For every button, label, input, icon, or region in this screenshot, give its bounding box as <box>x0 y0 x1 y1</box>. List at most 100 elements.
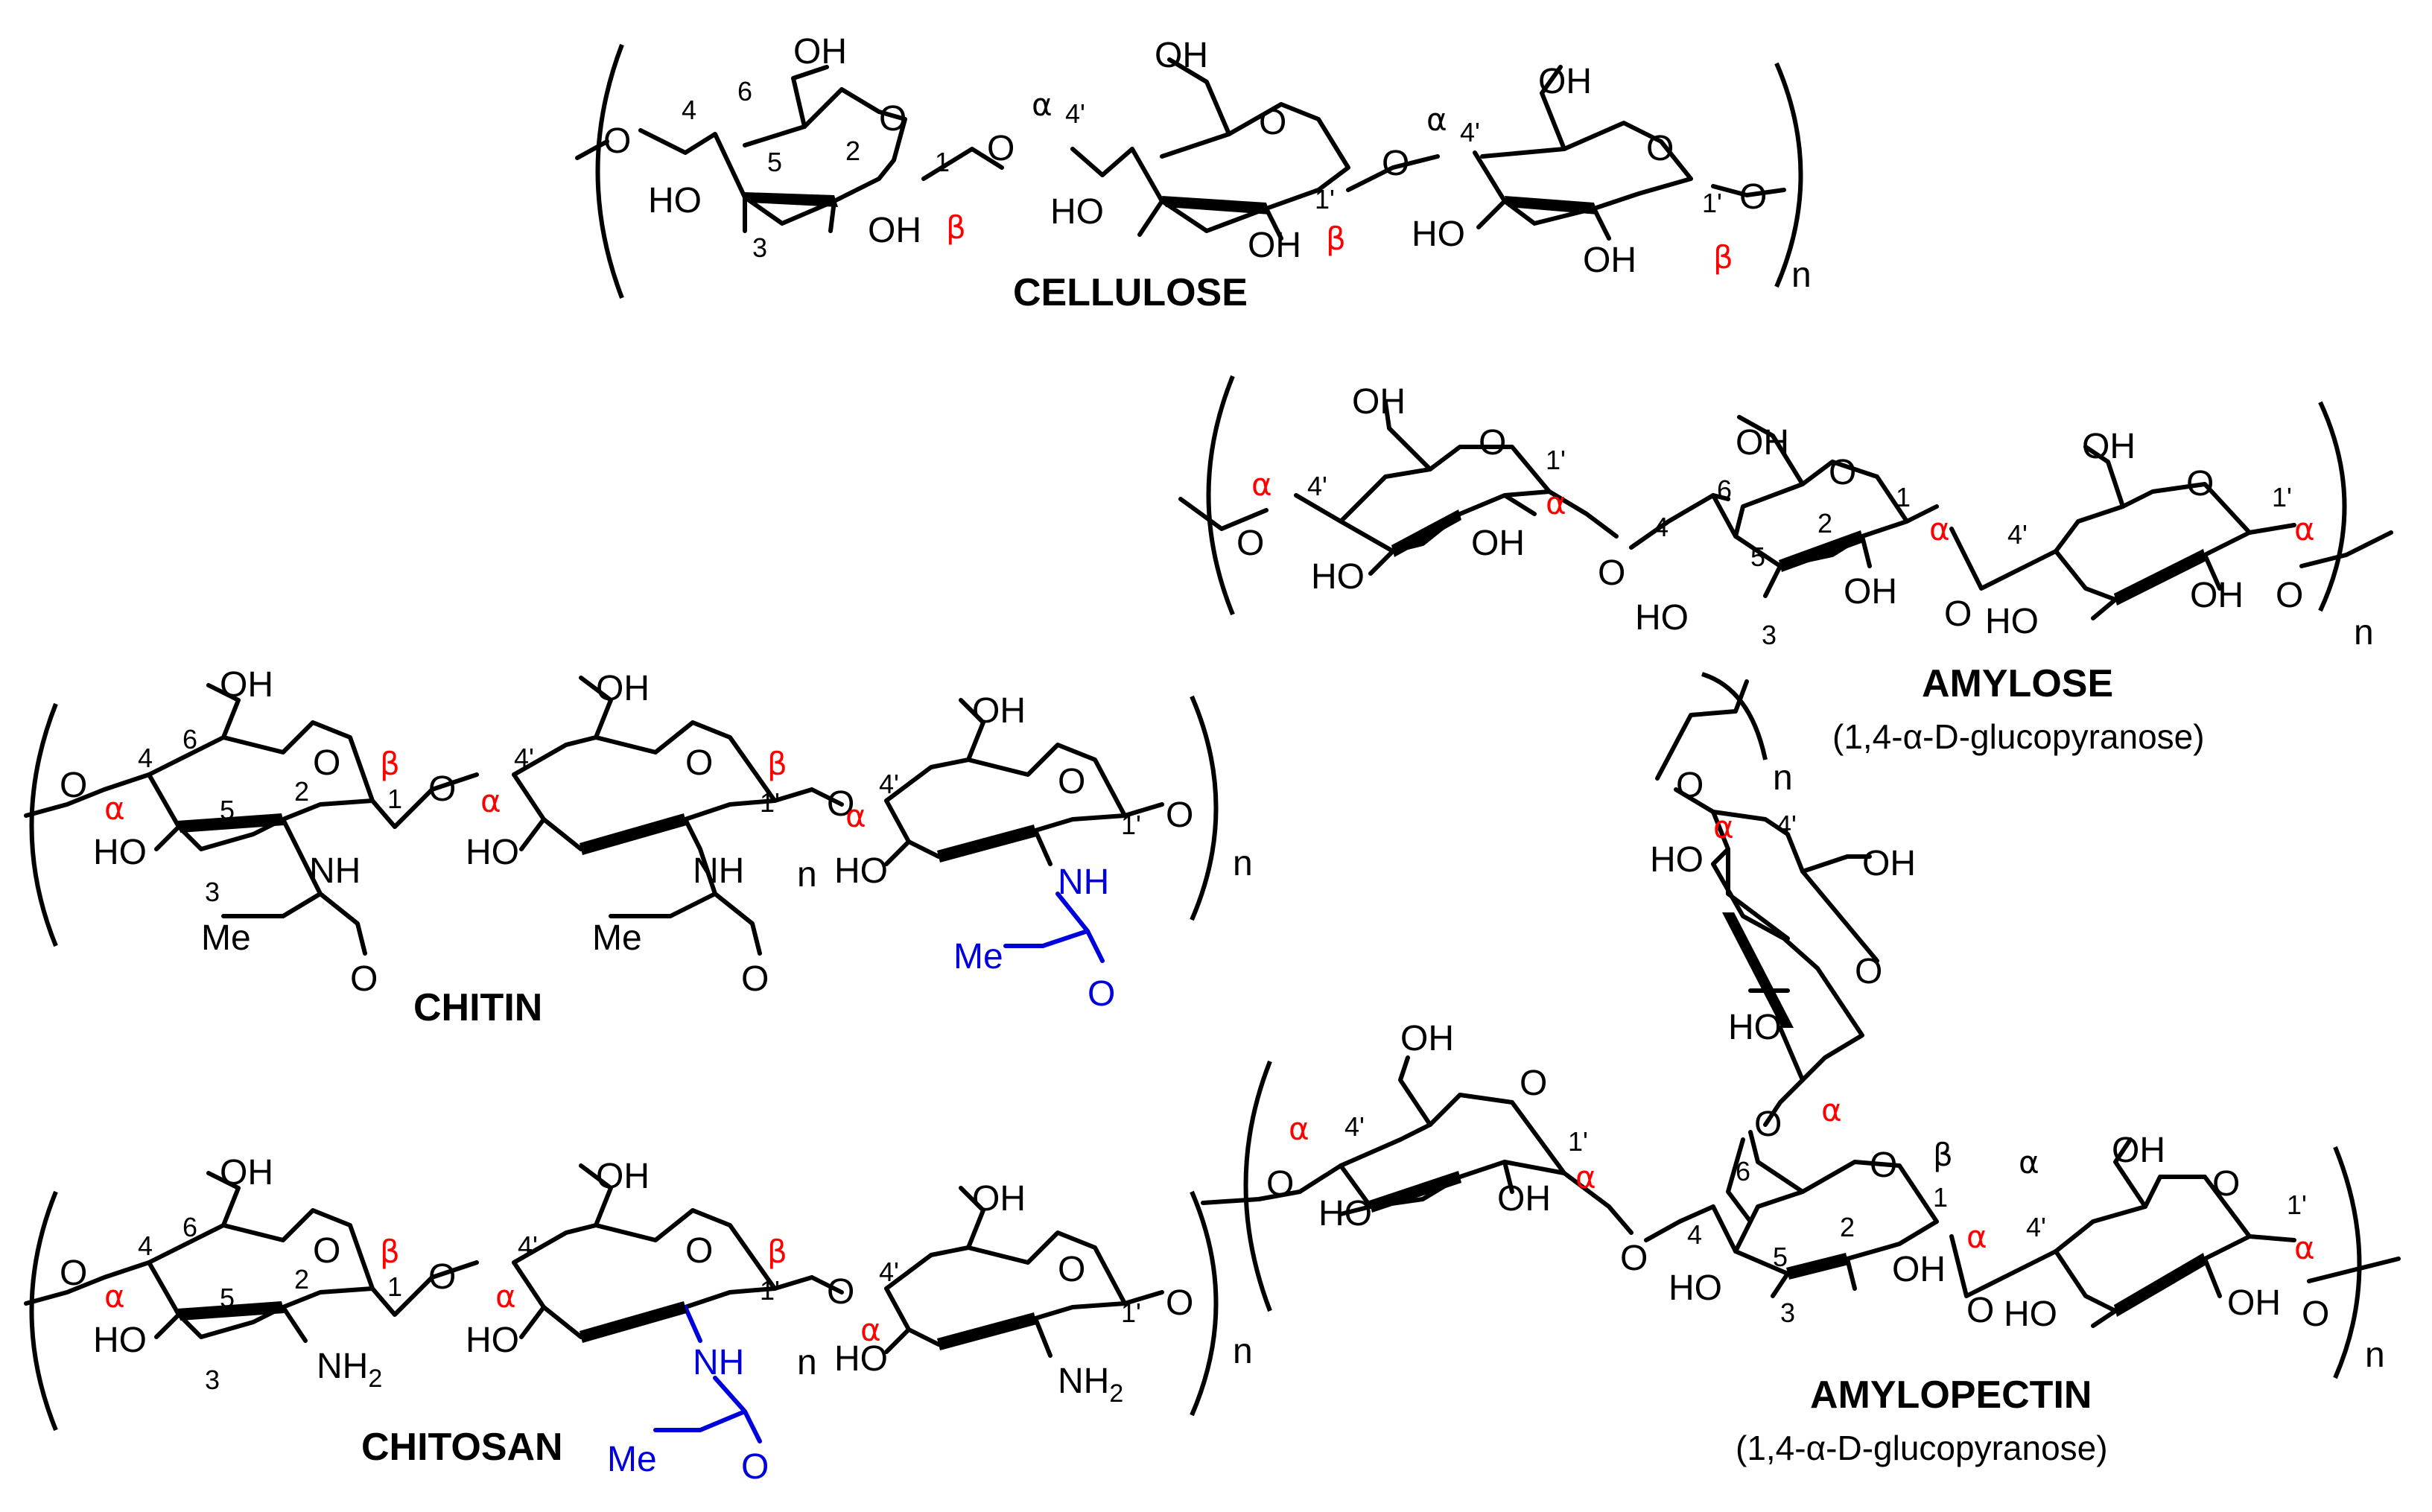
pos-6-a2: 6 <box>1717 474 1732 505</box>
oh-a2: OH <box>1736 423 1789 463</box>
pos-4p-b: 4' <box>1460 117 1480 147</box>
amylose-structure: OH O α 4' O HO OH 1' α O 4 6 OH O 5 2 1 … <box>1178 375 2393 756</box>
me-ch1: Me <box>201 918 251 958</box>
ring-o-ch2: O <box>685 743 713 783</box>
alpha-a1: α <box>1546 485 1566 521</box>
pos-1p-cs2: 1' <box>760 1275 780 1306</box>
pos-4p-a1: 4' <box>1307 471 1327 501</box>
alpha-ap0: α <box>1289 1111 1309 1147</box>
me-ch2: Me <box>592 918 642 958</box>
beta-ap: β <box>1933 1137 1953 1173</box>
o-right: O <box>1739 177 1767 217</box>
pos-6-ap: 6 <box>1736 1156 1750 1187</box>
alpha-link-1: α <box>1032 86 1053 123</box>
pos-5-cs1: 5 <box>220 1283 235 1313</box>
ho-cs2: HO <box>466 1321 519 1360</box>
nh2-cs3: NH2 <box>1058 1362 1123 1408</box>
n-cellulose: n <box>1791 255 1812 295</box>
amylopectin-structure: O n 4' α HO OH O HO O α 6 OH O α 4' O HO… <box>1201 672 2401 1467</box>
ring-o-ch3: O <box>1058 762 1085 801</box>
oh-a1: OH <box>1352 382 1406 422</box>
o-carbonyl-ch1: O <box>350 959 378 999</box>
ring-o-3: O <box>1646 129 1674 168</box>
me-ch3: Me <box>953 937 1003 976</box>
pos-1p-cs3: 1' <box>1121 1297 1141 1328</box>
chitin-structure: OH 6 4 O β O α 5 2 1 HO 3 NH Me O O α 4'… <box>24 665 1253 1029</box>
pos-2-a2: 2 <box>1817 508 1832 539</box>
link-o-cs1: O <box>428 1257 456 1297</box>
ring-o-a1: O <box>1479 423 1506 463</box>
o-ch-left: O <box>60 766 87 805</box>
chitosan-title: CHITOSAN <box>361 1426 563 1469</box>
alpha-a3: α <box>2294 511 2315 547</box>
pos-1p-b: 1' <box>1702 188 1722 218</box>
alpha-ap-black: α <box>2019 1144 2039 1181</box>
pos-4p-ap3: 4' <box>2026 1212 2046 1242</box>
amylose-title: AMYLOSE <box>1922 662 2113 705</box>
beta-1: β <box>946 209 966 246</box>
ho-c3-2: HO <box>1050 192 1104 232</box>
ring-o-a3: O <box>2186 464 2214 504</box>
o-left: O <box>603 121 631 161</box>
alpha-cs0: α <box>104 1278 125 1315</box>
pos-3-a2: 3 <box>1762 620 1777 650</box>
pos-3-ch1: 3 <box>205 877 220 907</box>
pos-1p-a: 1' <box>1315 184 1335 215</box>
oh-c6-2: OH <box>1155 36 1208 75</box>
alpha-a0: α <box>1251 466 1272 503</box>
pos-4-cs1: 4 <box>138 1230 153 1261</box>
oh-cs2: OH <box>596 1157 650 1196</box>
link-o-1: O <box>987 129 1015 168</box>
alpha-ap2: α <box>1966 1219 1987 1255</box>
pos-1p-ch3: 1' <box>1121 810 1141 840</box>
left-bracket <box>29 1190 58 1432</box>
pos-4p-ap1: 4' <box>1344 1111 1365 1142</box>
pos-5-a2: 5 <box>1750 541 1765 572</box>
alpha-ap1: α <box>1575 1159 1596 1195</box>
o-ap-right: O <box>2302 1295 2329 1334</box>
oh-ap1: OH <box>1400 1019 1454 1058</box>
ring-o-2: O <box>1259 103 1286 142</box>
link-o-cs2: O <box>827 1272 854 1312</box>
n-ch-mid: n <box>797 855 817 895</box>
oh-ap1b: OH <box>1497 1179 1551 1219</box>
n-chitosan: n <box>1233 1332 1253 1371</box>
me-cs2: Me <box>607 1440 657 1479</box>
o-carbonyl-ch2: O <box>741 959 769 999</box>
pos-1-ap2: 1 <box>1933 1182 1948 1213</box>
pos-4p-a: 4' <box>1065 98 1085 129</box>
amylose-subtitle: (1,4-α-D-glucopyranose) <box>1832 717 2205 756</box>
right-bracket <box>1190 695 1219 921</box>
alpha-branch-top: α <box>1713 809 1734 845</box>
ho-ch2: HO <box>466 833 519 872</box>
oh-ap2b: OH <box>1892 1250 1946 1289</box>
left-bracket <box>29 702 58 947</box>
left-bracket <box>1243 1060 1272 1312</box>
cellulose-title: CELLULOSE <box>1013 271 1248 314</box>
pos-1-a2: 1 <box>1896 482 1911 512</box>
pos-4-a2: 4 <box>1654 512 1669 542</box>
oh-c2-2: OH <box>1248 226 1301 265</box>
pos-6-cs1: 6 <box>182 1212 197 1242</box>
oh-ap3: OH <box>2112 1131 2165 1170</box>
beta-ch2: β <box>767 746 787 782</box>
o-carbonyl-cs2: O <box>741 1447 769 1487</box>
chitosan-structure: OH 6 4 O β O α 5 2 1 HO 3 NH2 O α 4' OH … <box>24 1153 1253 1487</box>
o-ch-right: O <box>1166 795 1193 835</box>
link-o-2: O <box>1382 144 1409 183</box>
nh-ch3: NH <box>1058 863 1109 902</box>
pos-5: 5 <box>767 147 782 177</box>
ho-branch-2: HO <box>1728 1008 1782 1047</box>
ho-a1: HO <box>1311 557 1365 597</box>
oh-a3: OH <box>2082 427 2136 466</box>
n-chitin: n <box>1233 844 1253 883</box>
pos-3-ap2: 3 <box>1780 1297 1795 1328</box>
oh-ch1: OH <box>220 665 273 705</box>
ring-o-1: O <box>879 99 907 139</box>
alpha-link-2: α <box>1426 101 1447 138</box>
oh-ch2: OH <box>596 669 650 708</box>
oh-branch-1: OH <box>1862 844 1916 883</box>
ring-o-cs2: O <box>685 1231 713 1271</box>
branch-bracket <box>1701 672 1768 760</box>
